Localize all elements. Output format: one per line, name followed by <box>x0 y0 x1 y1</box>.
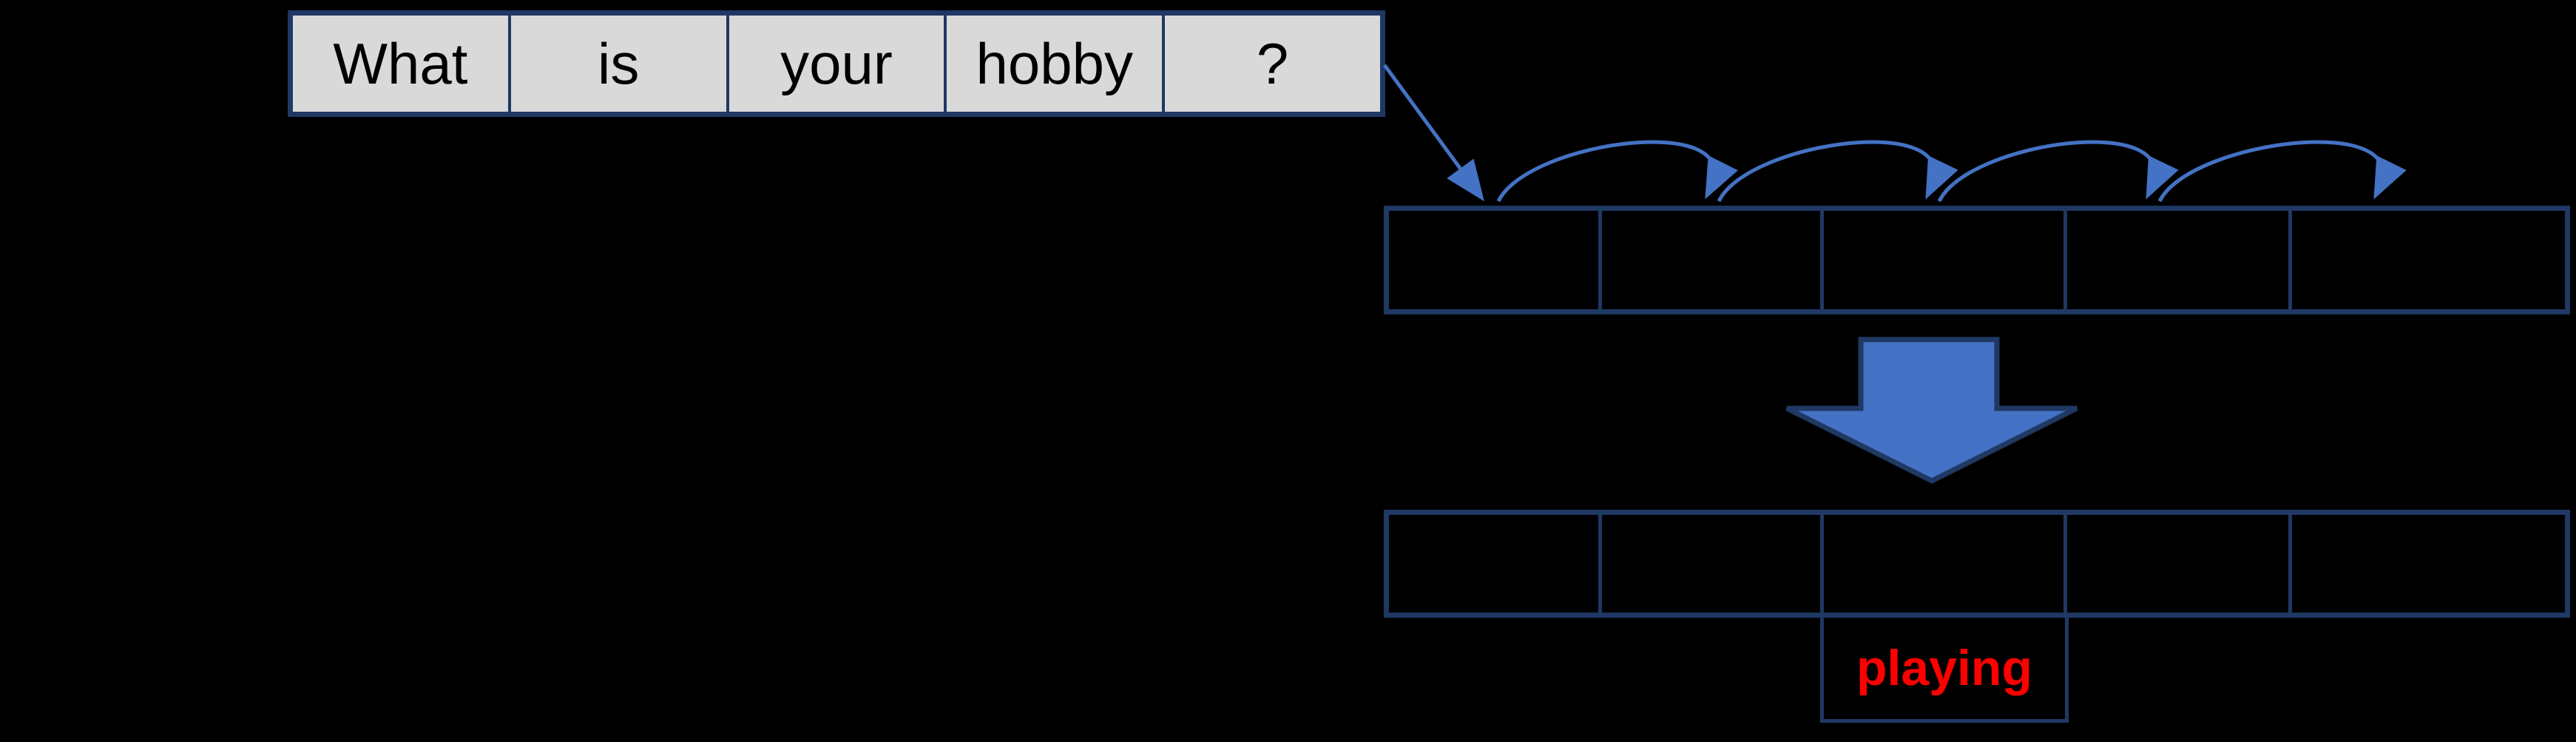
bottom-slot-cell-1 <box>1389 515 1598 613</box>
top-slot-cell-4 <box>2063 211 2288 309</box>
top-slot-row <box>1384 206 2570 314</box>
hop-arc-4-icon <box>2157 140 2407 203</box>
bottom-slot-row <box>1384 510 2570 618</box>
input-word-cell-1: What <box>333 31 468 96</box>
input-word-cell-4: hobby <box>944 16 1162 112</box>
top-slot-cell-2 <box>1598 211 1820 309</box>
input-word-cell-2: is <box>507 16 726 112</box>
output-word-box: playing <box>1820 613 2069 723</box>
top-slot-cell-3 <box>1820 211 2063 309</box>
sentence-to-row-arrow-icon <box>1382 64 1484 202</box>
bottom-slot-cell-4 <box>2063 515 2288 613</box>
top-slot-cell-1 <box>1389 211 1598 309</box>
bottom-slot-cell-5 <box>2288 515 2565 613</box>
input-word-cell-5: ? <box>1162 16 1380 112</box>
hop-arc-3-icon <box>1937 140 2179 203</box>
input-sentence-table: What is your hobby ? <box>288 10 1385 117</box>
hop-arc-2-icon <box>1717 140 1958 203</box>
output-word-label: playing <box>1856 640 2033 696</box>
hop-arc-1-icon <box>1496 140 1738 203</box>
bottom-slot-cell-2 <box>1598 515 1820 613</box>
top-slot-cell-5 <box>2288 211 2565 309</box>
input-word-cell-3: your <box>726 16 944 112</box>
bottom-slot-cell-3 <box>1820 515 2063 613</box>
big-down-arrow-icon <box>1785 337 2078 484</box>
